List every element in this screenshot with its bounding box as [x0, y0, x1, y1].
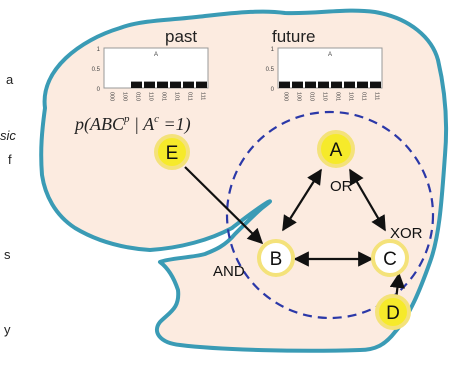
node-C-gate: XOR	[390, 225, 423, 242]
formula-p: p	[73, 114, 84, 134]
past-title: past	[165, 27, 197, 46]
node-D-ring	[375, 294, 411, 330]
future-bar-1	[292, 81, 303, 88]
past-xlabel-2: 010	[135, 92, 141, 101]
future-xlabel-5: 101	[348, 92, 354, 101]
past-bar-7	[196, 81, 207, 88]
left-fragment-3: f	[8, 152, 12, 167]
node-C[interactable]: C	[371, 239, 409, 277]
past-xlabel-0: 000	[109, 92, 115, 101]
future-ytick-1: 0.5	[266, 67, 275, 73]
past-xlabel-3: 110	[148, 92, 154, 101]
future-xlabel-3: 110	[322, 92, 328, 101]
node-C-label: C	[383, 249, 397, 270]
node-A-gate: OR	[330, 178, 353, 195]
past-histogram-bars	[131, 81, 207, 88]
future-ytick-2: 0	[271, 87, 275, 93]
formula-sup-p: p	[123, 113, 130, 125]
future-bar-3	[318, 81, 329, 88]
future-bar-5	[344, 81, 355, 88]
node-C-ring	[371, 239, 409, 277]
past-xlabel-4: 001	[161, 92, 167, 101]
node-B[interactable]: B	[257, 239, 295, 277]
future-title: future	[272, 27, 315, 46]
future-bar-4	[331, 81, 342, 88]
past-ytick-0: 1	[97, 47, 101, 53]
system-boundary-circle	[225, 110, 435, 320]
future-x-labels: 000 100 010 110 001 101 011 111	[283, 92, 380, 101]
left-fragment-5: y	[4, 322, 11, 337]
past-xlabel-7: 111	[200, 92, 206, 100]
past-bar-2	[131, 81, 142, 88]
edge-E-B	[184, 166, 264, 245]
past-xlabel-1: 100	[122, 92, 128, 101]
future-bar-2	[305, 81, 316, 88]
future-xlabel-1: 100	[296, 92, 302, 101]
past-peak-marker: A	[154, 52, 158, 58]
future-y-ticks: 10.50	[266, 47, 275, 93]
future-ytick-0: 1	[271, 47, 275, 53]
past-y-ticks: 10.50	[92, 47, 101, 93]
future-peak-marker: A	[328, 52, 332, 58]
node-B-ring	[257, 239, 295, 277]
past-bar-3	[144, 81, 155, 88]
past-ytick-1: 0.5	[92, 67, 101, 73]
future-bar-0	[279, 81, 290, 88]
past-bar-5	[170, 81, 181, 88]
edge-A-C	[349, 168, 386, 232]
left-fragment-4: s	[4, 247, 11, 262]
conditional-probability-formula: p(ABCp | Ac =1)	[73, 113, 191, 135]
past-bar-4	[157, 81, 168, 88]
future-xlabel-7: 111	[374, 92, 380, 100]
future-histogram-bars	[279, 81, 381, 88]
node-D-label: D	[386, 303, 400, 324]
past-histogram-frame	[103, 47, 209, 89]
future-xlabel-6: 011	[361, 92, 367, 101]
node-A[interactable]: A	[317, 130, 355, 168]
node-B-label: B	[270, 249, 283, 270]
past-x-labels: 000 100 010 110 001 101 011 111	[109, 92, 206, 101]
future-bar-6	[357, 81, 368, 88]
formula-sup-c: c	[154, 113, 159, 125]
formula-close: =1)	[159, 114, 191, 135]
left-fragment-2: sic	[0, 128, 16, 143]
formula-mid: | A	[130, 114, 156, 134]
past-xlabel-5: 101	[174, 92, 180, 101]
formula-open: (ABC	[84, 114, 125, 135]
node-D[interactable]: D	[375, 294, 411, 330]
node-E-label: E	[166, 143, 179, 164]
future-histogram-frame	[277, 47, 383, 89]
future-bar-7	[370, 81, 381, 88]
past-bar-6	[183, 81, 194, 88]
node-E[interactable]: E	[154, 134, 190, 170]
node-E-ring	[154, 134, 190, 170]
future-xlabel-2: 010	[309, 92, 315, 101]
past-xlabel-6: 011	[187, 92, 193, 101]
past-ytick-2: 0	[97, 87, 101, 93]
future-xlabel-0: 000	[283, 92, 289, 101]
node-A-label: A	[330, 140, 343, 161]
edge-A-B	[282, 168, 322, 232]
node-B-gate: AND	[213, 263, 245, 280]
left-fragment-1: a	[6, 72, 14, 87]
node-A-ring	[317, 130, 355, 168]
future-xlabel-4: 001	[335, 92, 341, 101]
